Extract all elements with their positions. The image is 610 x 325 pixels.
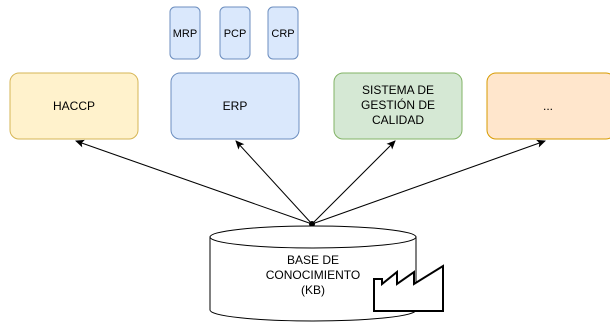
system-label: ERP (223, 99, 248, 113)
system-box-quality: SISTEMA DE GESTIÓN DE CALIDAD (333, 72, 463, 140)
system-label-line: GESTIÓN DE (361, 97, 435, 112)
arrow-to-erp (235, 140, 313, 225)
module-label: MRP (173, 28, 197, 40)
factory-icon (373, 264, 444, 312)
connections (75, 139, 546, 225)
junction-point (309, 221, 315, 227)
arrow-to-haccp (75, 139, 313, 225)
knowledge-base-cylinder: BASE DE CONOCIMIENTO (KB) (209, 225, 417, 322)
module-box-crp: CRP (267, 6, 299, 60)
system-label: ... (543, 99, 553, 113)
module-box-pcp: PCP (219, 6, 251, 60)
system-label-line: SISTEMA DE (362, 83, 434, 97)
arrow-to-other (311, 139, 546, 225)
system-box-haccp: HACCP (9, 72, 139, 140)
kb-label-line: CONOCIMIENTO (266, 268, 360, 282)
module-label: CRP (271, 28, 294, 40)
system-box-other: ... (486, 72, 610, 140)
module-label: PCP (224, 28, 247, 40)
module-box-mrp: MRP (169, 6, 201, 60)
system-box-erp: ERP (170, 72, 300, 140)
kb-label-line: (KB) (301, 283, 325, 297)
arrow-to-quality (311, 140, 396, 225)
kb-label-line: BASE DE (287, 253, 339, 267)
system-label: HACCP (53, 99, 95, 113)
system-label-line: CALIDAD (372, 113, 424, 127)
